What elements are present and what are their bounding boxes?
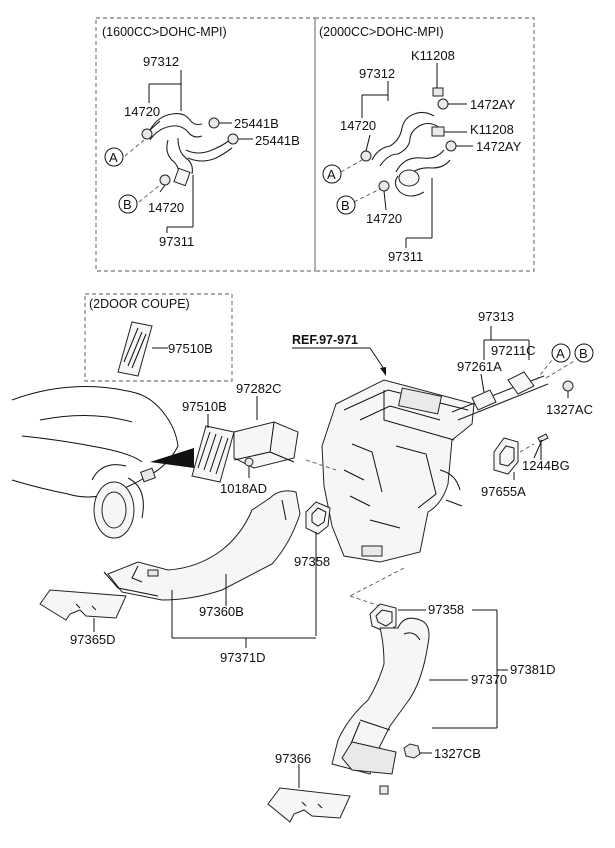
callout-label-b: B (123, 197, 132, 212)
nut-1327cb (403, 743, 421, 759)
label-25441b: 25441B (255, 133, 300, 148)
label-97371d: 97371D (220, 650, 266, 665)
label-97313: 97313 (478, 309, 514, 324)
gasket-97358-left (305, 501, 331, 535)
label-97366: 97366 (275, 751, 311, 766)
duct-outlet (341, 741, 397, 775)
label-97311: 97311 (159, 234, 194, 249)
label-1472ay: 1472AY (470, 97, 516, 112)
heater-hoses-1600cc: 97312 14720 25441B 25441B 14720 97311 A … (104, 54, 300, 249)
clip-k11208-2 (431, 126, 445, 137)
label-97312: 97312 (359, 66, 395, 81)
screw-1018ad (244, 457, 254, 467)
cover-97366 (267, 787, 351, 823)
duct-97360b (107, 490, 301, 601)
label-97510b: 97510B (168, 341, 213, 356)
top-variant-boxes: (1600CC>DOHC-MPI) (2000CC>DOHC-MPI) (95, 17, 535, 272)
label-14720: 14720 (340, 118, 376, 133)
header-2000cc: (2000CC>DOHC-MPI) (319, 25, 444, 39)
box-2door-coupe (84, 293, 233, 382)
callout-label-b: B (341, 198, 350, 213)
pipe-flange-97261a (471, 389, 497, 411)
callout-circle-b (336, 195, 356, 215)
clamp-25441b-2 (227, 133, 239, 145)
clamp-25441b-1 (208, 117, 220, 129)
label-97311: 97311 (388, 249, 423, 264)
label-97510b: 97510B (182, 399, 227, 414)
label-1472ay: 1472AY (476, 139, 522, 154)
label-1327ac: 1327AC (546, 402, 593, 417)
clamp-14720-top (141, 128, 153, 140)
label-97365d: 97365D (70, 632, 116, 647)
hose-97312-2000 (371, 111, 441, 167)
callout-circle-a (551, 343, 571, 363)
clamp-14720-bot (159, 174, 171, 186)
ref-label: REF.97-971 (292, 333, 358, 347)
label-97282c: 97282C (236, 381, 282, 396)
label-1244bg: 1244BG (522, 458, 570, 473)
label-14720: 14720 (124, 104, 160, 119)
car-wheel (93, 481, 135, 539)
label-97655a: 97655A (481, 484, 526, 499)
pipe-flange-97211c (507, 371, 535, 395)
label-97370: 97370 (471, 672, 507, 687)
label-97211c: 97211C (491, 343, 536, 358)
heater-hoses-2000cc: 97312 K11208 1472AY 14720 K11208 1472AY … (322, 48, 522, 264)
label-k11208: K11208 (470, 122, 514, 137)
hose-97311-1600 (166, 137, 233, 177)
main-assembly: 97510B 97282C 1018AD REF.97-971 97313 97… (39, 309, 594, 823)
label-1327cb: 1327CB (434, 746, 481, 761)
callout-circle-a (104, 147, 124, 167)
hose-97312-1600 (149, 113, 203, 141)
clamp-14720-bot (378, 180, 390, 192)
nut-1327ac (562, 380, 574, 392)
label-14720: 14720 (366, 211, 402, 226)
callout-label-a: A (109, 150, 118, 165)
box-1600cc (95, 17, 316, 272)
label-97261a: 97261A (457, 359, 502, 374)
clamp-1472ay-1 (437, 98, 449, 110)
header-1600cc: (1600CC>DOHC-MPI) (102, 25, 227, 39)
duct-97282c (233, 421, 299, 469)
label-1018ad: 1018AD (220, 481, 267, 496)
callout-label-a: A (327, 167, 336, 182)
coupe-variant-box: (2DOOR COUPE) 97510B (84, 293, 233, 382)
label-97358: 97358 (428, 602, 464, 617)
label-97358: 97358 (294, 554, 330, 569)
heater-pipes (451, 375, 549, 421)
label-97312: 97312 (143, 54, 179, 69)
callout-label-a: A (556, 346, 565, 361)
heater-unit (321, 379, 475, 563)
header-2door-coupe: (2DOOR COUPE) (89, 297, 190, 311)
label-97381d: 97381D (510, 662, 556, 677)
callout-label-b: B (579, 346, 588, 361)
label-14720: 14720 (148, 200, 184, 215)
label-97360b: 97360B (199, 604, 244, 619)
callout-circle-b (574, 343, 594, 363)
callout-circle-b (118, 194, 138, 214)
hose-end-1600 (173, 167, 191, 187)
clamp-1472ay-2 (445, 140, 457, 152)
clip-k11208-1 (432, 87, 444, 97)
cover-97365d (39, 589, 127, 621)
clamp-14720-top (360, 150, 372, 162)
label-25441b: 25441B (234, 116, 279, 131)
box-2000cc (314, 17, 535, 272)
label-k11208: K11208 (411, 48, 455, 63)
bolt-1244bg (537, 433, 549, 443)
callout-circle-a (322, 164, 342, 184)
grille-97510b (191, 425, 235, 483)
car-body-outline (11, 386, 194, 539)
callout-wedge (150, 448, 194, 468)
hose-end-2000 (398, 169, 420, 187)
